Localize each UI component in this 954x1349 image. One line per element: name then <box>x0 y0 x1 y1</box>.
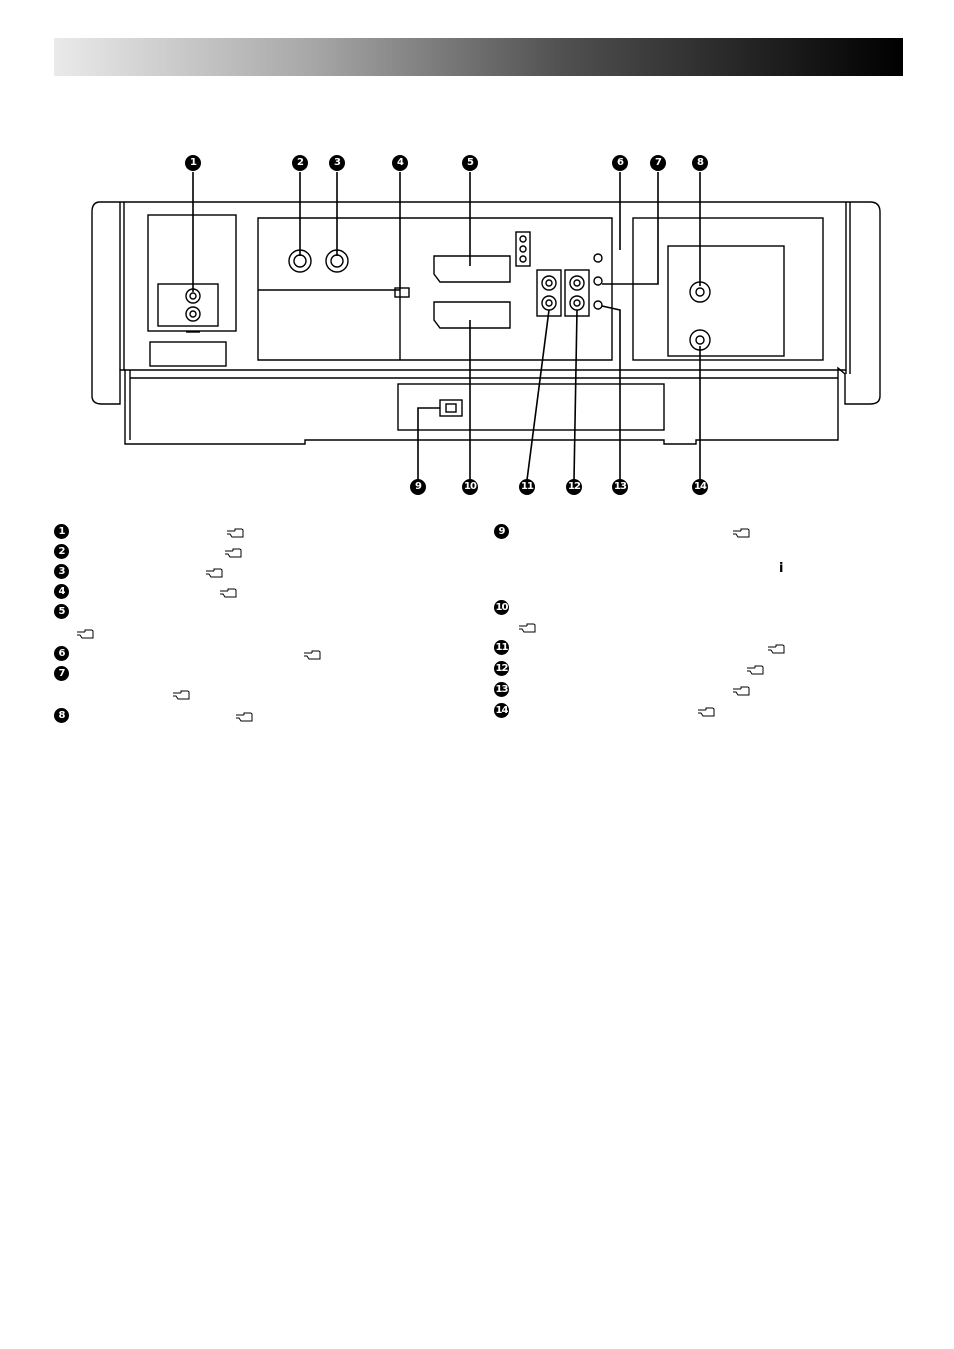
callout-5: 5 <box>462 155 478 171</box>
callout-13: 13 <box>612 479 628 495</box>
jack-lower <box>185 306 201 322</box>
callout-2: 2 <box>292 155 308 171</box>
pointing-hand-icon <box>173 690 190 700</box>
legend-num-4: 4 <box>54 584 69 599</box>
legend-num-6: 6 <box>54 646 69 661</box>
pointing-hand-icon <box>236 712 253 722</box>
callout-7: 7 <box>650 155 666 171</box>
callout-1: 1 <box>185 155 201 171</box>
scart-connector-1 <box>433 255 511 283</box>
pointing-hand-icon <box>227 528 244 538</box>
pointing-hand-icon <box>733 528 750 538</box>
pointing-hand-icon <box>519 623 536 633</box>
unit-outline <box>91 201 881 445</box>
legend-num-3: 3 <box>54 564 69 579</box>
legend-num-1: 1 <box>54 524 69 539</box>
callout-8: 8 <box>692 155 708 171</box>
lower-panel <box>397 383 665 431</box>
pointing-hand-icon <box>220 588 237 598</box>
legend-num-11: 11 <box>494 640 509 655</box>
legend-num-2: 2 <box>54 544 69 559</box>
pointing-hand-icon <box>225 548 242 558</box>
legend-num-14: 14 <box>494 703 509 718</box>
legend-num-8: 8 <box>54 708 69 723</box>
rear-panel-diagram <box>91 172 881 481</box>
info-mark: i <box>779 561 784 576</box>
legend-num-9: 9 <box>494 524 509 539</box>
right-module <box>632 217 824 361</box>
pointing-hand-icon <box>77 629 94 639</box>
pointing-hand-icon <box>733 686 750 696</box>
callout-6: 6 <box>612 155 628 171</box>
callout-4: 4 <box>392 155 408 171</box>
scart-connector-2 <box>433 301 511 329</box>
rca-block-1 <box>536 269 562 317</box>
left-module <box>147 214 237 332</box>
callout-9: 9 <box>410 479 426 495</box>
rca-block-2 <box>564 269 590 317</box>
callout-11: 11 <box>519 479 535 495</box>
pointing-hand-icon <box>698 707 715 717</box>
legend-num-5: 5 <box>54 604 69 619</box>
legend-num-12: 12 <box>494 661 509 676</box>
pointing-hand-icon <box>747 665 764 675</box>
legend-num-10: 10 <box>494 600 509 615</box>
pointing-hand-icon <box>768 644 785 654</box>
header-bar <box>54 38 903 76</box>
callout-3: 3 <box>329 155 345 171</box>
lower-switch <box>439 399 463 417</box>
callout-10: 10 <box>462 479 478 495</box>
pointing-hand-icon <box>304 650 321 660</box>
callout-12: 12 <box>566 479 582 495</box>
small-switch <box>394 287 410 298</box>
legend-num-13: 13 <box>494 682 509 697</box>
pointing-hand-icon <box>206 568 223 578</box>
legend-num-7: 7 <box>54 666 69 681</box>
central-panel <box>257 217 613 361</box>
callout-14: 14 <box>692 479 708 495</box>
